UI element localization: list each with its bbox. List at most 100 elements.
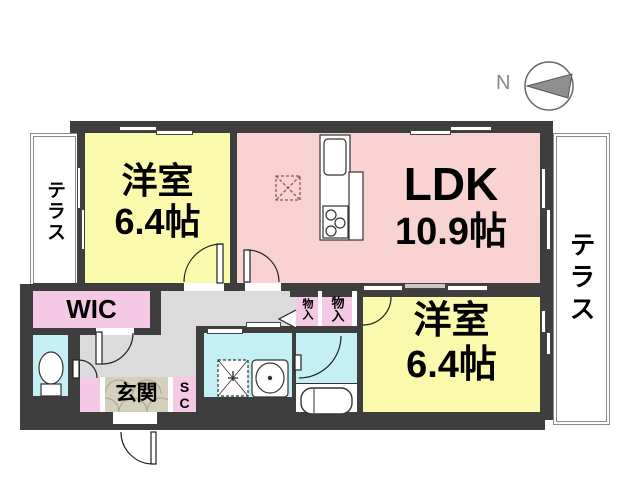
wall-mid-band [33,283,541,291]
room-shoe-closet [173,377,196,412]
window-ldk-top-sash-right [450,126,492,131]
wall-washroom-top [196,326,296,333]
genkan-fan-5 [146,397,168,412]
wall-washroom-bathroom [292,326,296,420]
window-bedroom1-left-sash-upper [77,167,81,209]
bedroom1-size: 6.4帖 [114,201,201,243]
compass [524,61,574,111]
shoe-closet-label: SC [176,378,193,411]
door-arc-bedroom2 [362,296,392,326]
door-swings [72,243,392,465]
door-arc-entrance [120,431,154,465]
entrance-label: 玄関 [115,382,158,406]
room-bedroom-bottom-right [363,297,540,413]
genkan-fan-2 [132,379,162,395]
kitchen-sink-icon [323,138,347,176]
toilet-icon [38,351,64,397]
wall-storage-bottom [292,326,363,333]
toilet-bowl [38,351,64,385]
bedroom2-name: 洋室 [413,300,490,342]
wall-washroom-left [196,333,204,412]
bedroom2-size: 6.4帖 [406,343,497,386]
toilet-tank [40,383,62,397]
stove-burner-2 [334,217,346,229]
room-bathroom [296,333,357,383]
window-bedroom2-terrace-sash-lower [546,332,551,355]
door-arc-wic [101,332,134,365]
genkan-fan-1 [105,379,134,395]
door-arc-ldk [246,249,280,283]
room-entrance [105,377,168,412]
entrance-closet [80,377,100,412]
window-bedroom1-top-sash-right [156,130,193,135]
kitchen-side-panel [348,171,364,241]
shoe-closet-frame [168,377,173,412]
wic-label: WIC [66,293,117,324]
room-bedroom-top-left [85,133,230,283]
storage-2-label: 物入 [329,296,345,322]
folding-door-storage-icon [277,309,297,329]
washer-pan-icon [217,359,249,397]
compass-needle-icon [525,73,573,99]
window-bedroom1-top-sash-left [119,126,157,131]
storage-right-frame [352,291,357,326]
opening-bedroom1-door [184,283,224,291]
door-leaf-ldk [243,249,251,283]
stove-burner-1 [325,209,337,221]
terrace-right-label: テラス [566,231,596,327]
storage-1-label: 物入 [301,298,313,320]
terrace-right-inner-border [556,136,607,422]
door-arc-bedroom1 [183,243,223,283]
terrace-right: テラス [553,133,610,425]
ldk-label: LDK 10.9帖 [356,158,546,255]
door-leaf-toilet [72,359,80,379]
bathtub-outline [300,387,353,415]
door-leaf-bathroom [294,354,302,371]
window-bedroom2-terrace-sash-upper [541,310,546,333]
terrace-left-label: テラス [44,179,65,243]
opening-wic-door [96,328,134,335]
dashed-box-icon [275,175,301,201]
genkan-fan-4 [118,397,148,412]
door-leaf-wic [95,331,103,365]
door-arc-toilet [78,359,98,379]
opening-entrance-door [113,412,157,424]
slider-bedroom2-panel [404,283,446,289]
stove-burner-3 [325,225,337,237]
door-leaf-entrance [150,431,157,465]
wall-mid-band-thick [290,291,541,297]
ldk-name: LDK [403,158,499,210]
room-ldk [237,133,540,283]
sliding-door-washroom-left [207,328,243,334]
dashed-box-diag-2 [275,175,301,201]
entrance-closet-frame [100,377,105,412]
opening-bedroom2-door [363,285,403,291]
dashed-box-outline [275,175,301,201]
washbasin-drain [267,375,273,381]
window-ldk-top-sash-left [410,130,451,135]
room-storage-1 [296,291,318,326]
window-ldk-terrace-sash-upper [541,168,546,209]
compass-north-label: N [496,72,511,94]
bedroom1-name: 洋室 [121,160,194,201]
bedroom1-label: 洋室 6.4帖 [85,160,230,243]
bathtub-icon [300,387,353,415]
wall-washroom-bottom [196,397,292,412]
window-ldk-terrace-sash-lower [546,209,551,250]
wall-bedroom1-ldk [230,133,237,283]
room-wic [33,291,150,328]
genkan-tile-pattern [105,379,168,412]
wall-bathroom-right [357,297,363,420]
door-arc-bathroom [298,335,342,379]
washbasin-icon [251,359,289,398]
sliding-door-washroom-right [246,322,281,328]
door-leaf-bedroom1 [216,243,224,284]
window-bedroom1-left-sash-lower [81,209,85,250]
wall-left-lower [20,284,33,430]
wall-toilet-bottom [33,396,68,412]
ldk-size: 10.9帖 [395,210,507,253]
storage-divider [318,291,322,326]
genkan-fan-3 [105,397,120,412]
